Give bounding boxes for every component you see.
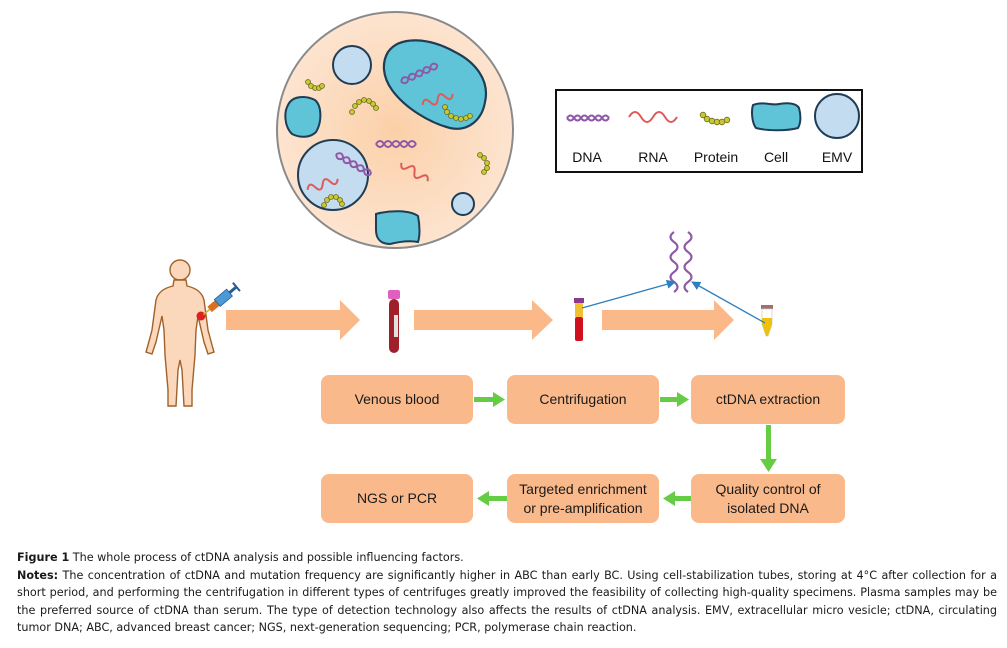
legend-label-protein: Protein xyxy=(693,149,739,165)
rna-fragments xyxy=(306,93,454,191)
centrifuged-tube-icon xyxy=(574,298,584,341)
link-arrow-eppendorf-to-dna xyxy=(691,281,766,324)
figure-title: The whole process of ctDNA analysis and … xyxy=(72,551,464,564)
legend-label-dna: DNA xyxy=(572,149,602,165)
flow-arrow-3 xyxy=(760,425,777,472)
flow-box-label: Targeted enrichment or pre-amplification xyxy=(519,480,647,516)
flow-box-venous-blood: Venous blood xyxy=(321,375,473,424)
human-figure-icon xyxy=(145,259,215,407)
cell-bottom xyxy=(375,210,421,246)
figure-caption: Figure 1 The whole process of ctDNA anal… xyxy=(17,549,997,637)
notes-paragraph: Notes: The concentration of ctDNA and mu… xyxy=(17,567,997,637)
flow-box-label: Venous blood xyxy=(354,391,440,407)
plasma-circle-illustration xyxy=(276,11,514,249)
legend-label-cell: Cell xyxy=(763,149,789,165)
big-arrow-2 xyxy=(414,300,553,340)
flow-box-label: Centrifugation xyxy=(539,391,627,407)
injection-site-icon xyxy=(196,311,206,321)
flow-box-targeted-enrichment: Targeted enrichment or pre-amplification xyxy=(507,474,659,523)
flow-box-label: Quality control of isolated DNA xyxy=(715,480,821,516)
legend-icons xyxy=(566,93,860,139)
emv-circle-icon xyxy=(814,93,860,139)
cell-left xyxy=(284,96,322,138)
flow-arrow-5 xyxy=(477,491,507,506)
cell-shape-icon xyxy=(751,102,802,132)
large-cell xyxy=(382,39,488,130)
rna-wave-icon xyxy=(628,111,678,123)
flow-box-ngs-or-pcr: NGS or PCR xyxy=(321,474,473,523)
link-arrow-tube-to-dna xyxy=(581,279,676,309)
protein-fragments xyxy=(305,79,490,208)
protein-chain-icon xyxy=(699,111,731,126)
flow-arrow-4 xyxy=(663,491,691,506)
flow-box-quality-control: Quality control of isolated DNA xyxy=(691,474,845,523)
figure-title-line: Figure 1 The whole process of ctDNA anal… xyxy=(17,549,997,567)
big-arrow-3 xyxy=(602,300,734,340)
big-arrow-1 xyxy=(226,300,360,340)
flow-box-label: ctDNA extraction xyxy=(715,391,821,407)
process-illustration xyxy=(145,231,773,407)
flow-box-label: NGS or PCR xyxy=(356,490,438,506)
legend-label-rna: RNA xyxy=(638,149,668,165)
eppendorf-tube-icon xyxy=(761,305,773,337)
flow-box-centrifugation: Centrifugation xyxy=(507,375,659,424)
legend-label-emv: EMV xyxy=(821,149,853,165)
dna-fragments xyxy=(335,62,439,177)
blood-tube-icon xyxy=(388,290,400,353)
notes-text: The concentration of ctDNA and mutation … xyxy=(17,568,997,635)
emv-large xyxy=(297,139,369,211)
notes-label: Notes: xyxy=(17,568,59,582)
flow-box-ctdna-extraction: ctDNA extraction xyxy=(691,375,845,424)
emv-small-top xyxy=(332,45,372,85)
figure-label: Figure 1 xyxy=(17,551,70,564)
emv-small-right xyxy=(451,192,475,216)
legend-box: DNA RNA Protein Cell EMV xyxy=(555,89,863,173)
dna-helix-icon xyxy=(566,114,610,122)
syringe-icon xyxy=(202,282,241,316)
